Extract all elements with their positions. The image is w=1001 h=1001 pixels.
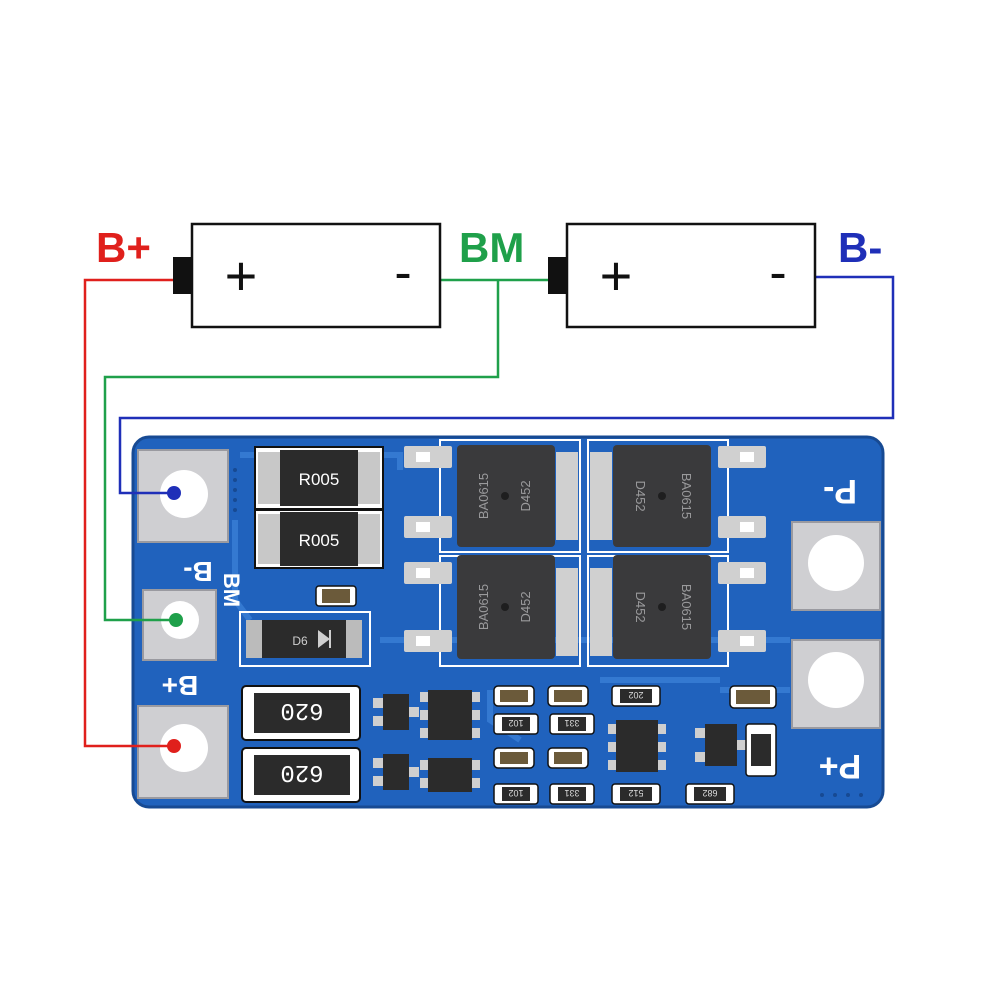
shunt-resistor-1: R005 [254,446,384,510]
shunt-resistor-1-label: R005 [299,470,340,489]
big-resistor-2: 620 [241,747,361,803]
diode-label: D6 [292,634,308,648]
battery-cell-1: + - [173,222,442,329]
wires [83,275,895,748]
silk-b-plus: B+ [162,670,199,701]
mosfet-4-part: D452 [633,591,648,622]
ic-chips [373,690,747,792]
mosfet-3-code: BA0615 [476,584,491,630]
battery-cell-2-minus: - [769,244,786,302]
smd-label-4: 331 [564,788,579,798]
big-resistor-2-label: 620 [280,758,323,785]
smd-label-5: 512 [628,788,643,798]
silk-p-minus: P- [823,472,857,510]
mosfet-3-part: D452 [518,591,533,622]
label-bm: BM [459,224,524,271]
battery-cell-1-terminal [173,257,193,294]
bm-pad [142,589,217,661]
b-minus-pad [137,449,229,543]
shunt-resistor-2-label: R005 [299,531,340,550]
battery-cell-2-plus: + [600,244,633,307]
shunt-resistor-2: R005 [254,509,384,569]
p-minus-pad [791,521,881,611]
label-b-minus: B- [838,224,882,271]
wire-b-minus [118,275,895,495]
mosfet-2-part: D452 [633,480,648,511]
label-b-plus: B+ [96,224,151,271]
smd-label-2: 331 [564,718,579,728]
battery-cell-2: + - [548,222,817,329]
big-resistor-1: 620 [241,685,361,741]
wire-b-plus [83,278,175,748]
battery-cell-2-terminal [548,257,568,294]
mosfet-1-part: D452 [518,480,533,511]
mosfets: BA0615 D452 BA0615 D452 BA0615 D452 BA06… [404,439,766,667]
silk-bm: BM [219,573,244,607]
silk-b-minus: B- [183,556,213,587]
big-resistor-1-label: 620 [280,696,323,723]
battery-cell-1-minus: - [394,244,411,302]
mosfet-4-code: BA0615 [679,584,694,630]
battery-cell-1-plus: + [225,244,258,307]
smd-label-3: 102 [508,788,523,798]
smd-components: 102 331 102 331 512 682 202 [493,685,777,805]
smd-label-7: 202 [628,690,643,700]
wire-bm [103,280,500,622]
diode: D6 [239,611,371,667]
pcb-board: B- BM B+ P- P+ R005 R005 [131,435,885,809]
p-plus-pad [791,639,881,729]
smd-label-6: 682 [702,788,717,798]
b-plus-pad [137,705,229,799]
silk-p-plus: P+ [819,747,862,785]
smd-label-1: 102 [508,718,523,728]
mosfet-2-code: BA0615 [679,473,694,519]
mosfet-1-code: BA0615 [476,473,491,519]
